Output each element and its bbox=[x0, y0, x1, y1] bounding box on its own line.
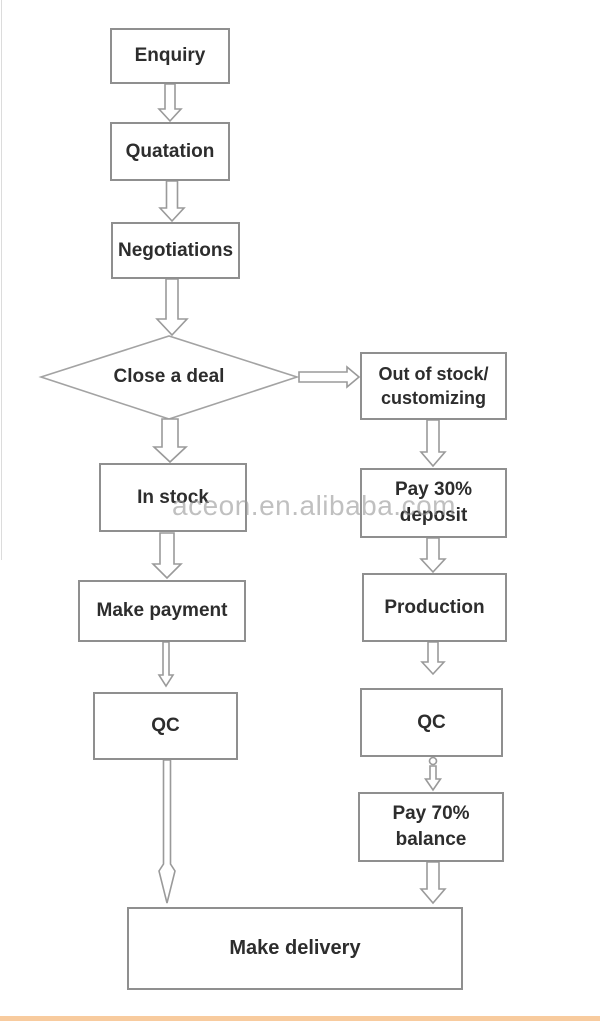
node-out-of-stock: Out of stock/ customizing bbox=[360, 352, 507, 420]
node-qc-left-label: QC bbox=[151, 715, 180, 737]
arrow-production-to-qc bbox=[420, 641, 446, 676]
node-in-stock-label: In stock bbox=[137, 486, 209, 508]
decision-diamond-shape bbox=[38, 335, 300, 420]
node-negotiations: Negotiations bbox=[111, 222, 240, 279]
node-make-delivery: Make delivery bbox=[127, 907, 463, 990]
node-make-payment-label: Make payment bbox=[96, 600, 228, 622]
node-negotiations-label: Negotiations bbox=[117, 239, 234, 261]
arrow-enquiry-to-quatation bbox=[157, 83, 183, 123]
node-pay-30: Pay 30% deposit bbox=[360, 468, 507, 538]
arrow-out-of-stock-to-pay-30 bbox=[419, 419, 447, 468]
node-make-delivery-label: Make delivery bbox=[229, 937, 361, 959]
node-quatation: Quatation bbox=[110, 122, 230, 181]
arrow-qc-to-make-delivery-left bbox=[158, 759, 176, 904]
arrow-in-stock-to-make-payment bbox=[151, 532, 183, 580]
left-edge-line bbox=[1, 0, 2, 560]
node-pay-30-line2: deposit bbox=[399, 505, 468, 526]
node-enquiry: Enquiry bbox=[110, 28, 230, 84]
watermark-text: aceon.en.alibaba.com bbox=[172, 490, 456, 521]
node-quatation-label: Quatation bbox=[125, 140, 215, 162]
node-enquiry-label: Enquiry bbox=[134, 45, 206, 67]
arrow-quatation-to-negotiations bbox=[158, 180, 186, 223]
node-pay-30-line1: Pay 30% bbox=[394, 479, 473, 501]
bottom-border-strip bbox=[0, 1016, 600, 1021]
arrow-pay-70-to-make-delivery bbox=[419, 861, 447, 905]
node-pay-70: Pay 70% balance bbox=[358, 792, 504, 862]
arrow-negotiations-to-close-deal bbox=[155, 278, 189, 337]
node-qc-right-label: QC bbox=[417, 711, 446, 733]
node-production-label: Production bbox=[384, 596, 485, 618]
arrow-close-deal-to-in-stock bbox=[151, 418, 189, 464]
node-production: Production bbox=[362, 573, 507, 642]
arrow-pay-30-to-production bbox=[419, 537, 447, 574]
node-pay-70-line1: Pay 70% bbox=[392, 803, 470, 825]
arrow-close-deal-to-out-of-stock bbox=[298, 365, 361, 389]
node-make-payment: Make payment bbox=[78, 580, 246, 642]
node-qc-left: QC bbox=[93, 692, 238, 760]
arrow-make-payment-to-qc bbox=[157, 641, 175, 688]
arrow-qc-to-pay-70 bbox=[423, 765, 443, 792]
node-close-deal-label: Close a deal bbox=[113, 366, 225, 387]
arrow-qc-to-pay-70-dot bbox=[428, 756, 438, 766]
node-qc-right: QC bbox=[360, 688, 503, 757]
node-out-of-stock-line2: customizing bbox=[380, 388, 486, 408]
node-in-stock: In stock bbox=[99, 463, 247, 532]
node-pay-70-line2: balance bbox=[395, 829, 467, 850]
node-out-of-stock-line1: Out of stock/ bbox=[378, 363, 489, 384]
